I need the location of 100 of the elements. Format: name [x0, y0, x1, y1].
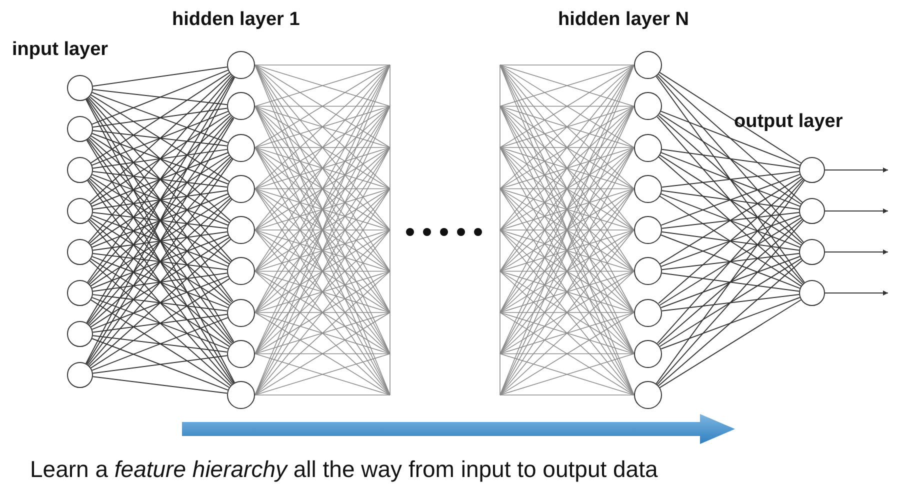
connection-line [661, 294, 800, 312]
connection-line [92, 193, 228, 248]
connection-line [92, 294, 228, 312]
connection-line [92, 355, 228, 374]
connection-line [88, 116, 232, 284]
connection-line [92, 66, 228, 87]
connection-line [90, 196, 230, 286]
connection-line [92, 110, 228, 166]
connection-line [656, 220, 804, 386]
connection-line [92, 234, 228, 289]
connection-line [660, 193, 800, 248]
connection-line [92, 171, 228, 188]
connection-line [661, 231, 800, 251]
connection-line [88, 220, 232, 385]
connection-line [92, 212, 228, 229]
connection-line [87, 180, 234, 384]
connection-line [90, 217, 230, 306]
arrow [824, 290, 888, 296]
layer-label: hidden layer 1 [172, 10, 300, 29]
connection-line [656, 180, 805, 384]
connection-line [658, 156, 803, 285]
layer-label: input layer [12, 40, 108, 59]
connection-line [92, 317, 228, 371]
connection-line [659, 113, 802, 204]
connection-line [661, 170, 800, 188]
connection-line [89, 260, 232, 386]
connection-line [90, 94, 230, 182]
connection-line [89, 238, 232, 367]
connection-line [87, 76, 234, 283]
connection-line [656, 75, 804, 243]
connection-line [92, 70, 228, 125]
connection-line [92, 148, 228, 169]
connection-line [658, 219, 803, 346]
connection-line [90, 299, 230, 388]
connection-line [660, 234, 800, 289]
connection-line [92, 297, 228, 350]
connection-line [658, 178, 803, 304]
connection-line [661, 212, 800, 229]
connection-line [89, 156, 232, 285]
connection-line [658, 260, 803, 386]
connection-line [660, 214, 800, 267]
connection-line [88, 179, 232, 344]
connection-line [92, 152, 228, 207]
connection-line [661, 253, 800, 270]
connection-line [659, 176, 802, 264]
connection-line [90, 258, 230, 347]
connection-line [659, 217, 802, 306]
connection-line [661, 272, 800, 292]
connection-line [656, 76, 805, 283]
connection-line [92, 190, 228, 210]
connection-line [659, 196, 802, 287]
connection-line [90, 72, 230, 164]
connection-line [92, 133, 228, 184]
connection-line [89, 198, 232, 326]
arrow [824, 250, 888, 254]
connection-line [92, 335, 228, 353]
connection-line [92, 376, 228, 394]
connection-line [92, 272, 228, 292]
arrow [824, 208, 888, 214]
connection-line [660, 110, 800, 166]
connection-line [92, 88, 228, 106]
arrow [824, 168, 888, 172]
connection-line [90, 154, 230, 246]
connection-line [90, 278, 230, 368]
connection-line [92, 130, 228, 146]
connection-line [659, 258, 802, 347]
connection-line [92, 215, 228, 267]
connection-line [660, 297, 800, 350]
connection-line [92, 92, 228, 144]
connection-line [92, 253, 228, 270]
connection-line [659, 154, 802, 246]
connection-line [661, 190, 800, 210]
connection-line [661, 148, 800, 169]
connection-line [87, 98, 234, 302]
connection-line [659, 72, 802, 164]
connection-line [89, 115, 232, 244]
connection-line [89, 74, 232, 203]
connection-line [92, 174, 228, 226]
connection-line [660, 256, 800, 308]
connection-line [87, 158, 234, 365]
connection-line [88, 97, 232, 262]
connection-line [660, 174, 800, 226]
connection-line [92, 231, 228, 251]
connection-line [88, 138, 232, 302]
connection-line [90, 113, 230, 204]
connection-line [89, 219, 232, 345]
connection-line [659, 299, 802, 388]
connection-line [88, 158, 232, 325]
connection-line [90, 176, 230, 264]
connection-line [660, 152, 800, 207]
connection-line [658, 115, 803, 244]
connection-line [88, 75, 232, 243]
connection-line [89, 137, 231, 262]
connection-line [92, 256, 228, 308]
connection-line [92, 314, 228, 333]
connection-line [87, 117, 234, 324]
connection-line [92, 338, 228, 391]
connection-line [88, 198, 232, 366]
connection-line [656, 179, 804, 344]
connection-line [89, 96, 231, 222]
